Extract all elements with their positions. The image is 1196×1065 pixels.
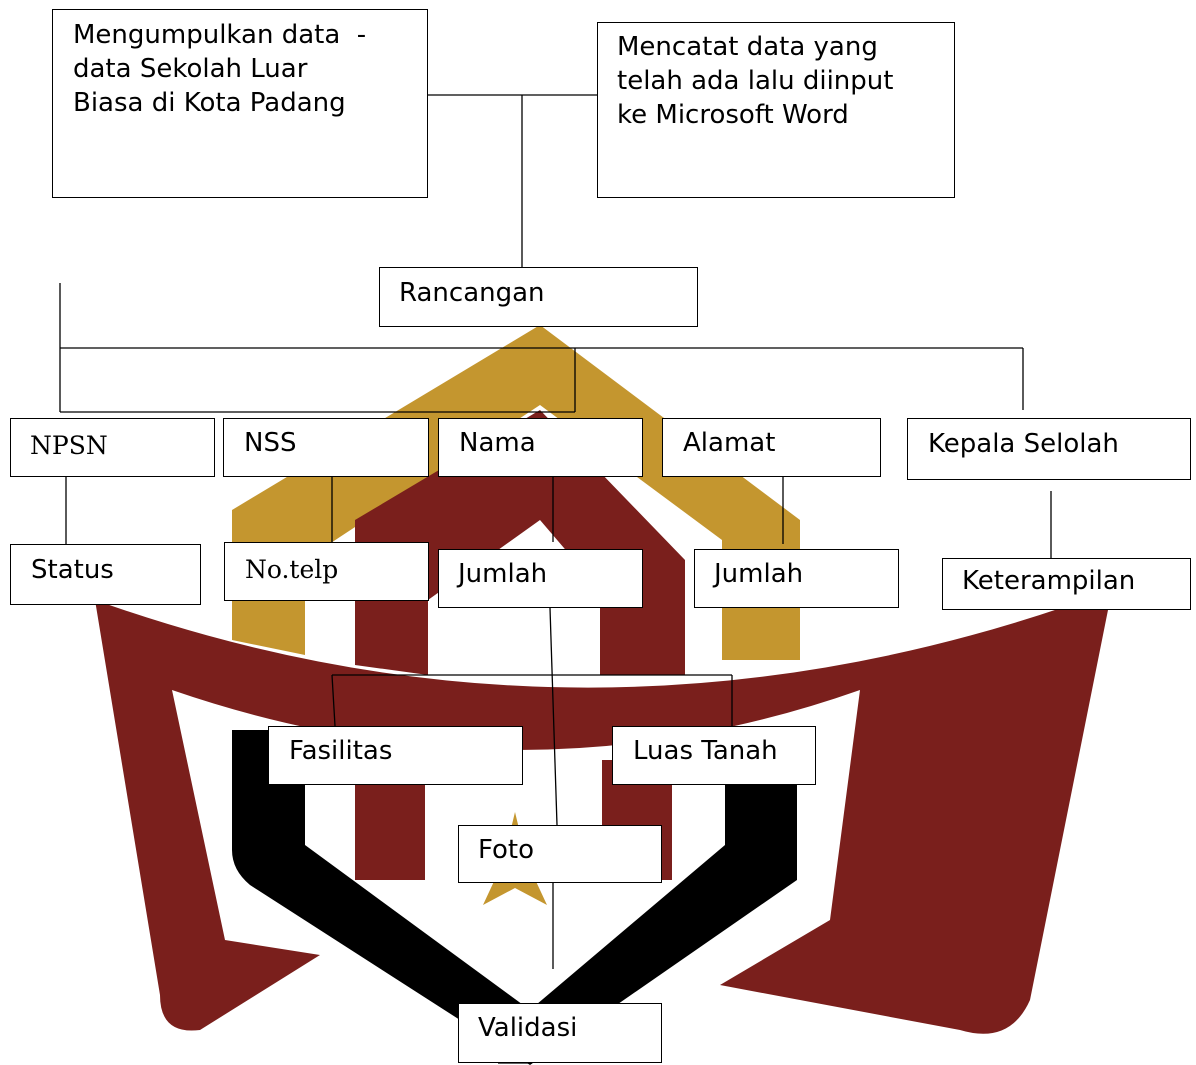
jumlah-box-b: Jumlah <box>694 549 899 608</box>
nama-box: Nama <box>438 418 643 477</box>
validasi-box: Validasi <box>458 1003 662 1063</box>
npsn-label: NPSN <box>30 431 108 460</box>
fasilitas-box: Fasilitas <box>268 726 523 785</box>
design-box: Rancangan <box>379 267 698 327</box>
luas-box: Luas Tanah <box>612 726 816 785</box>
logo-maroon-shield <box>95 590 1112 1034</box>
record-data-box: Mencatat data yang telah ada lalu diinpu… <box>597 22 955 198</box>
telp-label: No.telp <box>245 555 339 584</box>
nss-box: NSS <box>223 418 429 477</box>
luas-label: Luas Tanah <box>633 736 778 766</box>
jumlah-box-a: Jumlah <box>438 549 643 608</box>
kepala-box: Kepala Selolah <box>907 418 1191 480</box>
foto-label: Foto <box>478 835 535 865</box>
keterampilan-box: Keterampilan <box>942 558 1191 610</box>
fasilitas-label: Fasilitas <box>289 736 393 766</box>
npsn-box: NPSN <box>10 418 215 477</box>
jumlah-label-a: Jumlah <box>458 559 548 589</box>
status-box: Status <box>10 544 201 605</box>
nss-label: NSS <box>244 428 297 458</box>
telp-box: No.telp <box>224 542 429 601</box>
collect-data-box: Mengumpulkan data - data Sekolah Luar Bi… <box>52 9 428 198</box>
alamat-box: Alamat <box>662 418 881 477</box>
keterampilan-label: Keterampilan <box>962 566 1136 596</box>
collect-data-text: Mengumpulkan data - data Sekolah Luar Bi… <box>73 20 367 118</box>
logo-gold-roof <box>232 325 800 660</box>
nama-label: Nama <box>459 428 536 458</box>
foto-box: Foto <box>458 825 662 883</box>
status-label: Status <box>31 555 114 585</box>
design-label: Rancangan <box>399 278 545 308</box>
kepala-label: Kepala Selolah <box>928 429 1119 459</box>
record-data-text: Mencatat data yang telah ada lalu diinpu… <box>617 32 894 130</box>
jumlah-label-b: Jumlah <box>714 559 804 589</box>
alamat-label: Alamat <box>683 428 776 458</box>
validasi-label: Validasi <box>478 1013 578 1043</box>
